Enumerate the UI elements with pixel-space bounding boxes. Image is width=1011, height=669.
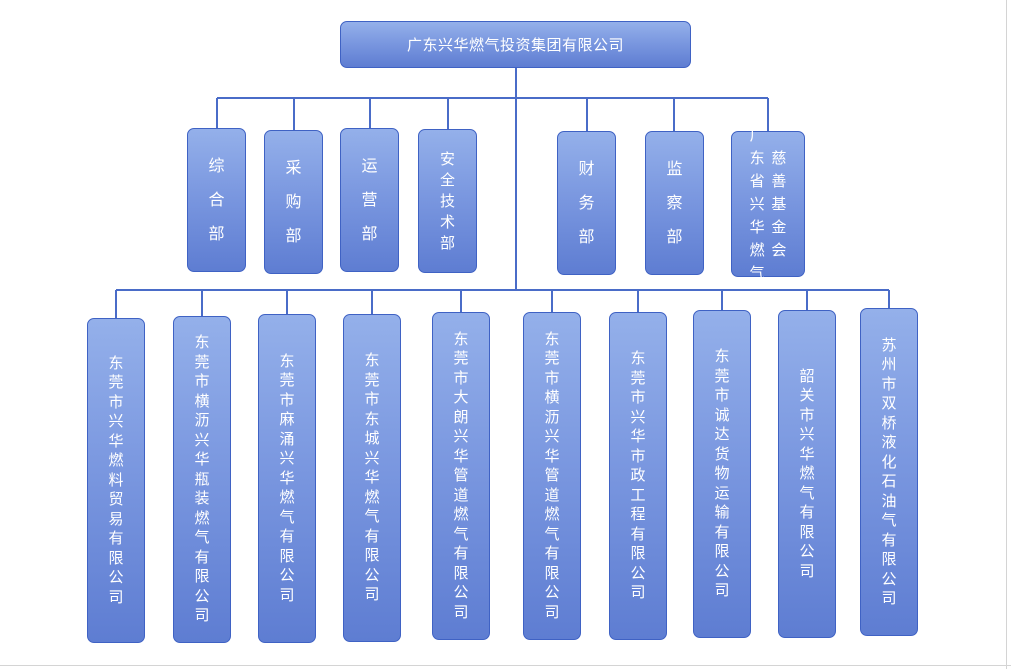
- dept-operations: 运营部: [340, 128, 399, 272]
- subsidiary-node: 东莞市诚达货物运输有限公司: [693, 310, 751, 638]
- subsidiary-node: 东莞市兴华燃料贸易有限公司: [87, 318, 145, 643]
- dept-label: 运营部: [361, 156, 378, 243]
- dept-supervision: 监察部: [645, 131, 704, 275]
- subsidiary-label: 东莞市横沥兴华瓶装燃气有限公司: [194, 333, 210, 625]
- subsidiary-label: 东莞市大朗兴华管道燃气有限公司: [453, 329, 469, 621]
- root-node: 广东兴华燃气投资集团有限公司: [340, 21, 691, 68]
- dept-label: 采购部: [285, 158, 302, 245]
- subsidiary-node: 东莞市东城兴华燃气有限公司: [343, 314, 401, 642]
- subsidiary-node: 东莞市横沥兴华瓶装燃气有限公司: [173, 316, 231, 643]
- subsidiary-label: 东莞市麻涌兴华燃气有限公司: [279, 351, 295, 604]
- charity-foundation-label: 广东省兴华燃气 慈善基金会: [749, 124, 787, 285]
- subsidiary-node: 韶关市兴华燃气有限公司: [778, 310, 836, 638]
- subsidiary-label: 东莞市横沥兴华管道燃气有限公司: [544, 329, 560, 621]
- subsidiary-node: 东莞市横沥兴华管道燃气有限公司: [523, 312, 581, 640]
- dept-label: 安全技术部: [439, 149, 455, 252]
- subsidiary-label: 东莞市诚达货物运输有限公司: [714, 347, 730, 600]
- charity-foundation-label-part1: 广东省兴华燃气: [749, 125, 765, 282]
- root-label: 广东兴华燃气投资集团有限公司: [406, 36, 624, 54]
- subsidiary-label: 苏州市双桥液化石油气有限公司: [881, 335, 897, 608]
- dept-label: 财务部: [578, 159, 595, 246]
- subsidiary-label: 东莞市兴华燃料贸易有限公司: [108, 353, 124, 606]
- subsidiary-node: 苏州市双桥液化石油气有限公司: [860, 308, 918, 636]
- dept-finance: 财务部: [557, 131, 616, 275]
- frame-right-edge: [1006, 0, 1007, 669]
- subsidiary-label: 东莞市兴华市政工程有限公司: [630, 349, 646, 602]
- frame-bottom-edge: [0, 665, 1011, 666]
- dept-safety-technology: 安全技术部: [418, 129, 477, 273]
- charity-foundation-label-part2: 慈善基金会: [771, 148, 787, 259]
- subsidiary-node: 东莞市大朗兴华管道燃气有限公司: [432, 312, 490, 640]
- subsidiary-label: 东莞市东城兴华燃气有限公司: [364, 351, 380, 604]
- subsidiary-node: 东莞市兴华市政工程有限公司: [609, 312, 667, 640]
- dept-label: 监察部: [666, 159, 683, 246]
- dept-procurement: 采购部: [264, 130, 323, 274]
- subsidiary-node: 东莞市麻涌兴华燃气有限公司: [258, 314, 316, 643]
- subsidiary-label: 韶关市兴华燃气有限公司: [799, 366, 815, 580]
- charity-foundation-node: 广东省兴华燃气 慈善基金会: [731, 126, 805, 282]
- dept-general-office: 综合部: [187, 128, 246, 272]
- dept-label: 综合部: [208, 156, 225, 243]
